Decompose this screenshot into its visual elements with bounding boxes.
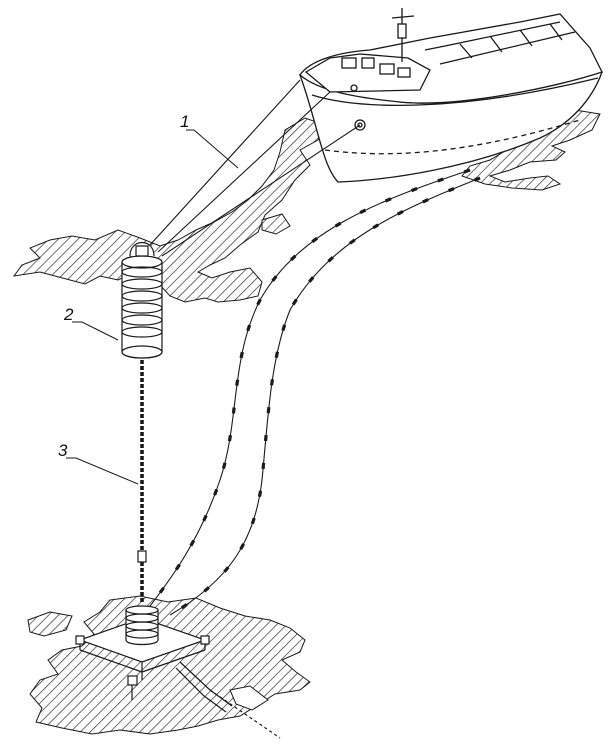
- chain-swivel: [137, 550, 147, 563]
- anchor-base: [75, 605, 281, 739]
- label-item-2: 2: [63, 305, 74, 324]
- pipeline-floats: [148, 168, 481, 617]
- sea-patch-hull: [461, 109, 601, 191]
- buoy: [121, 241, 163, 359]
- seabed: [27, 595, 311, 735]
- mooring-hawser: [149, 79, 361, 257]
- sea-patch-small: [261, 213, 291, 235]
- label-item-1: 1: [180, 112, 189, 131]
- leaders: [66, 129, 239, 485]
- forecastle: [304, 53, 431, 93]
- tanker-ship: [298, 8, 603, 183]
- label-item-3: 3: [58, 441, 68, 460]
